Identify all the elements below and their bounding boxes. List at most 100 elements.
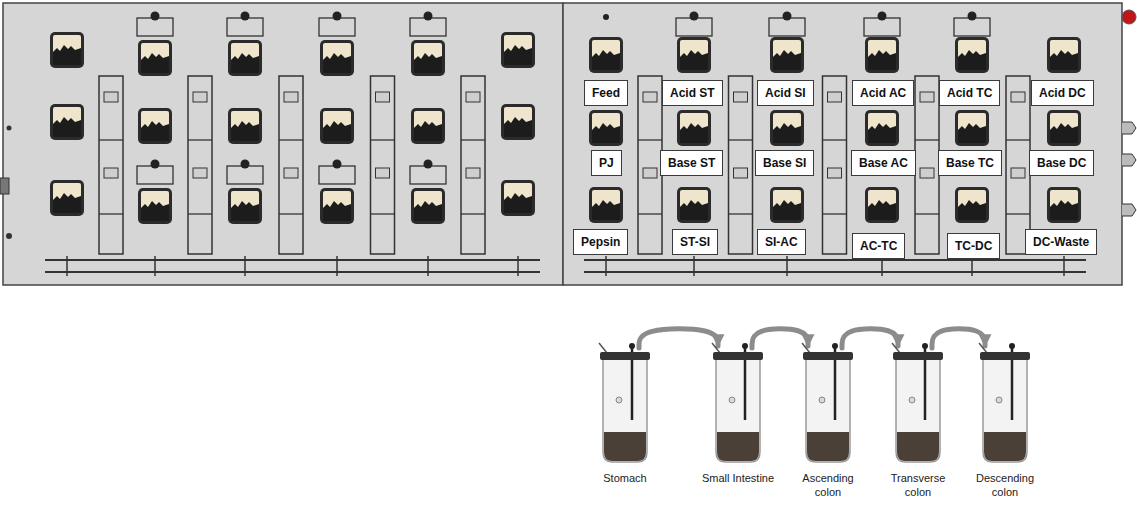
pump-label-box: Base DC	[1029, 150, 1094, 176]
culture-liquid	[717, 432, 759, 461]
tube-clip	[284, 168, 298, 178]
peristaltic-pump	[865, 37, 899, 73]
pump-rotor	[1050, 200, 1078, 220]
pump-body	[320, 108, 354, 144]
pump-rotor	[773, 123, 801, 143]
pump-rotor	[680, 200, 708, 220]
peristaltic-pump	[589, 37, 623, 73]
pump-rotor	[141, 121, 169, 141]
peristaltic-pump	[50, 180, 84, 216]
pump-window	[504, 35, 532, 65]
pump-window	[414, 111, 442, 141]
pump-window	[868, 113, 896, 143]
pump-window	[53, 35, 81, 65]
pump-knob	[333, 160, 342, 169]
pump-label: Base ST	[668, 156, 715, 170]
pump-body	[589, 110, 623, 146]
culture-liquid	[604, 432, 646, 461]
tube-frame	[279, 76, 303, 254]
inlet-tube	[599, 343, 607, 353]
screw	[6, 233, 12, 239]
frame-bar	[99, 139, 123, 140]
pump-rotor	[141, 53, 169, 73]
peristaltic-pump	[138, 188, 172, 224]
frame-bar	[915, 139, 939, 140]
pump-body	[320, 188, 354, 224]
pump-label-box: Pepsin	[573, 229, 628, 255]
pump-label: Pepsin	[581, 235, 620, 249]
vessel-label: Descending colon	[965, 472, 1045, 500]
pump-rotor	[141, 201, 169, 221]
rail-post	[786, 256, 788, 276]
pump-window	[231, 43, 259, 73]
pump-body	[501, 32, 535, 68]
peristaltic-pump	[411, 40, 445, 76]
glass	[806, 359, 850, 462]
vessel-label: Small Intestine	[698, 472, 778, 486]
frame-bar	[1006, 213, 1030, 214]
rail-post	[244, 256, 246, 276]
inlet-tube	[712, 343, 720, 353]
pump-window	[323, 43, 351, 73]
pump-knob	[151, 12, 160, 21]
tube-clip	[284, 92, 298, 102]
pump-window	[958, 40, 986, 70]
pump-label: Base AC	[859, 156, 908, 170]
pump-knob	[878, 12, 887, 21]
pump-window	[141, 43, 169, 73]
rail-post	[336, 256, 338, 276]
frame-bar	[638, 213, 662, 214]
pump-rotor	[1050, 123, 1078, 143]
flow-arrow	[842, 329, 898, 348]
bubble	[996, 397, 1002, 403]
pump-body	[955, 187, 989, 223]
tube-frame	[188, 76, 212, 254]
frame-bar	[371, 213, 395, 214]
pump-window	[231, 111, 259, 141]
pump-label-box: Feed	[584, 80, 628, 106]
inlet-tube	[892, 343, 900, 353]
pump-body	[677, 187, 711, 223]
pump-window	[53, 183, 81, 213]
pump-window	[414, 43, 442, 73]
pump-body	[411, 108, 445, 144]
inlet-tube	[802, 343, 810, 353]
tube-clip	[466, 168, 480, 178]
pump-knob	[968, 12, 977, 21]
pump-rotor	[680, 50, 708, 70]
peristaltic-pump	[228, 108, 262, 144]
peristaltic-pump	[320, 40, 354, 76]
pump-label: Acid DC	[1039, 86, 1086, 100]
pump-body	[50, 104, 84, 140]
pump-body	[501, 180, 535, 216]
pump-label: SI-AC	[765, 235, 798, 249]
tube-clip	[828, 168, 842, 178]
tube-clip	[828, 92, 842, 102]
pump-rotor	[868, 200, 896, 220]
rail-post	[66, 256, 68, 276]
pump-body	[228, 188, 262, 224]
probe-cap	[742, 343, 748, 349]
pump-rotor	[958, 123, 986, 143]
pump-window	[231, 191, 259, 221]
rail	[584, 259, 1086, 261]
peristaltic-pump	[320, 108, 354, 144]
frame-bar	[823, 213, 847, 214]
peristaltic-pump	[1047, 110, 1081, 146]
pump-label-box: Base ST	[660, 150, 723, 176]
pump-knob	[241, 160, 250, 169]
pump-window	[141, 111, 169, 141]
pump-body	[138, 188, 172, 224]
screw	[7, 126, 12, 131]
pump-body	[1047, 187, 1081, 223]
peristaltic-pump	[138, 40, 172, 76]
pump-label-box: Base SI	[755, 150, 814, 176]
frame-bar	[461, 139, 485, 140]
pump-rotor	[323, 53, 351, 73]
rail-post	[693, 256, 695, 276]
peristaltic-pump	[677, 110, 711, 146]
panel-right	[563, 3, 1122, 285]
panel-left	[3, 3, 563, 285]
flow-arrow	[752, 329, 808, 348]
